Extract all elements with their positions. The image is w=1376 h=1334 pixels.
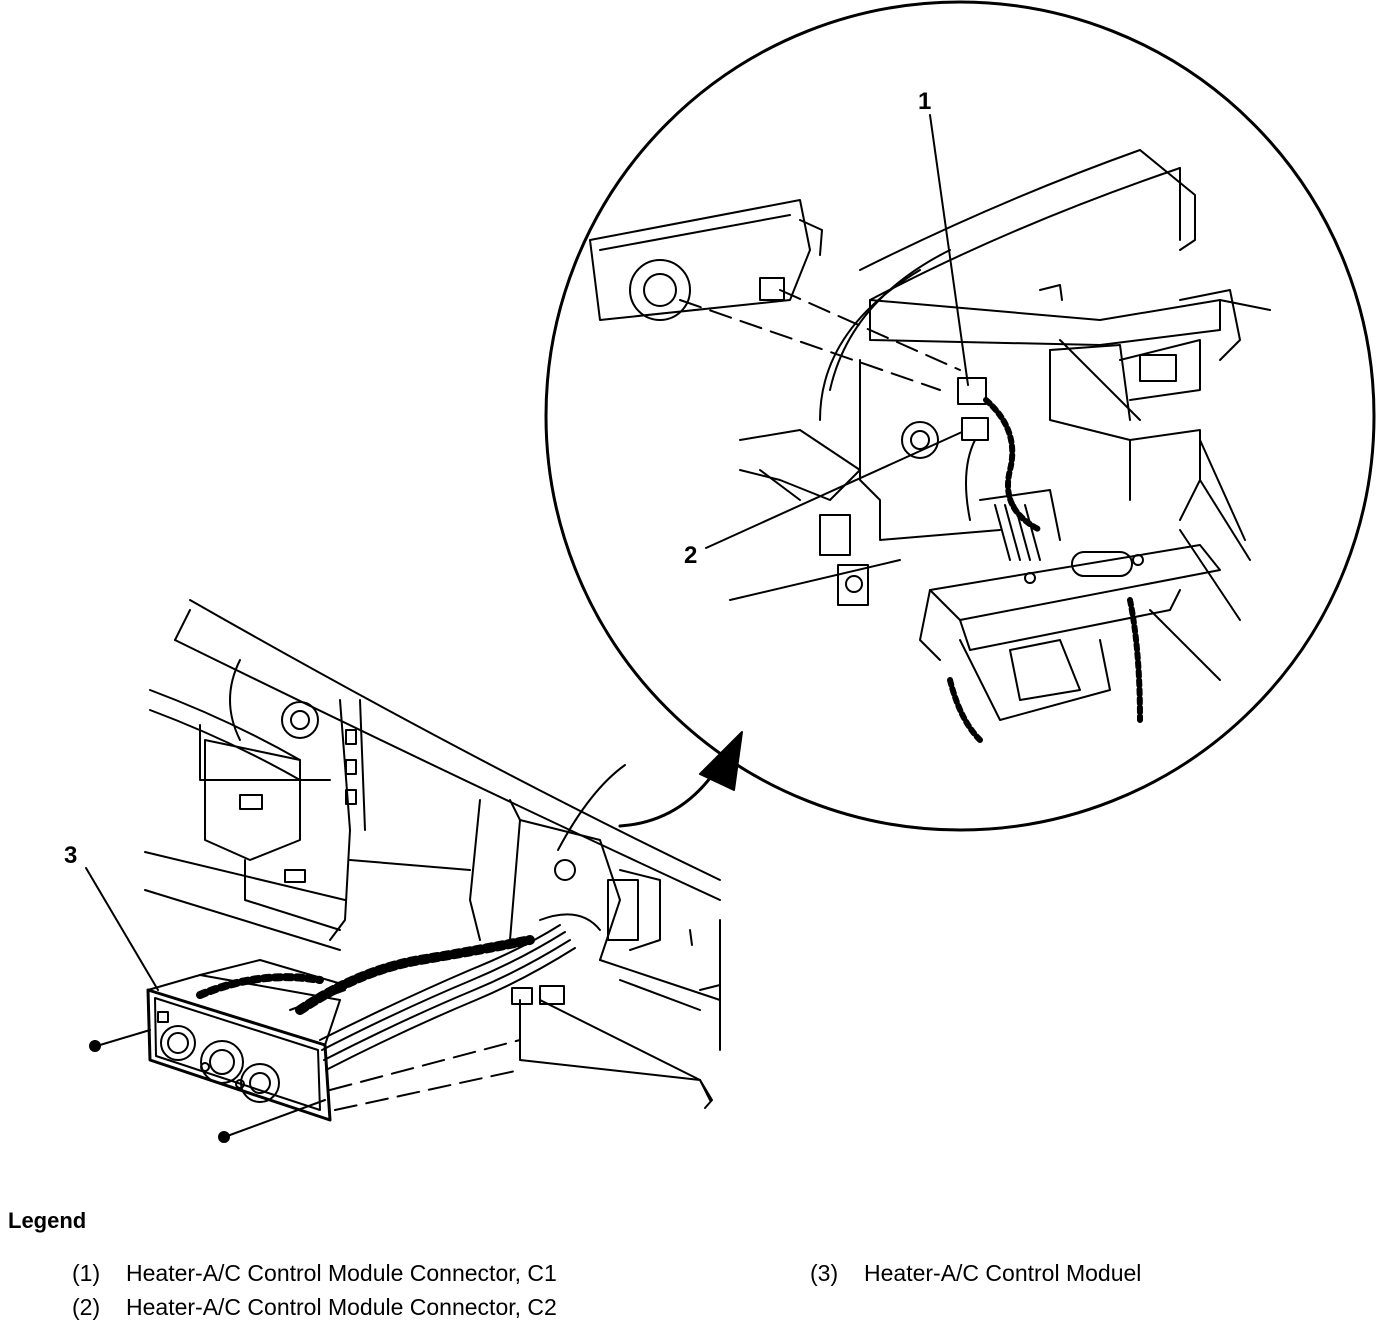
legend-item-3: (3) Heater-A/C Control Moduel bbox=[810, 1260, 1141, 1287]
legend-item-text: Heater-A/C Control Module Connector, C1 bbox=[126, 1260, 557, 1286]
detail-control-panel bbox=[589, 199, 961, 391]
legend-item-number: (3) bbox=[810, 1260, 839, 1286]
callout-1: 1 bbox=[918, 88, 932, 115]
legend-item-2: (2) Heater-A/C Control Module Connector, … bbox=[72, 1294, 557, 1321]
legend-item-text: Heater-A/C Control Moduel bbox=[864, 1260, 1142, 1286]
callout-3: 3 bbox=[64, 842, 78, 869]
legend-item-text: Heater-A/C Control Module Connector, C2 bbox=[126, 1294, 557, 1320]
dashboard-wiring-diagram bbox=[85, 0, 1376, 1143]
detail-harness bbox=[901, 377, 1143, 743]
legend-item-number: (2) bbox=[72, 1294, 101, 1320]
callout-leaders-detail bbox=[705, 114, 969, 549]
callout-leader-main bbox=[85, 764, 626, 991]
legend-title: Legend bbox=[8, 1208, 87, 1233]
main-control-module bbox=[89, 959, 521, 1143]
main-dash-frame bbox=[144, 599, 721, 1109]
legend-item-1: (1) Heater-A/C Control Module Connector, … bbox=[72, 1260, 557, 1287]
detail-dash-frame bbox=[729, 149, 1271, 721]
legend-item-number: (1) bbox=[72, 1260, 101, 1286]
main-harness bbox=[196, 913, 601, 1071]
detail-view-circle bbox=[544, 0, 1376, 832]
zoom-arrow bbox=[618, 731, 743, 828]
callout-2: 2 bbox=[684, 542, 698, 569]
